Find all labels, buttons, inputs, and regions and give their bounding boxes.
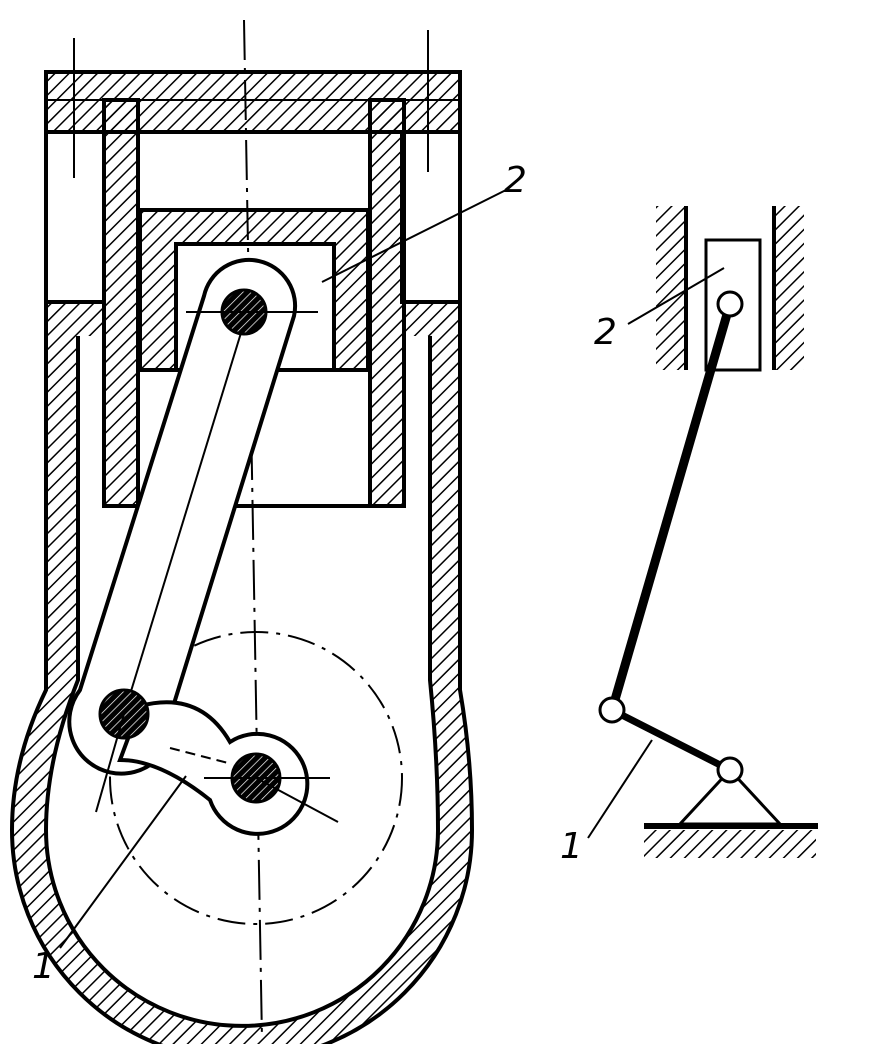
engine-label-crank: 1 (32, 946, 55, 987)
guide-left-hatch (656, 206, 686, 370)
joint-crank-rod (598, 696, 626, 724)
leader-piston (321, 189, 507, 283)
scheme-label-crank: 1 (560, 826, 583, 867)
leader-crank-scheme (587, 739, 653, 839)
crank-pin-diag (95, 713, 125, 813)
leader-crank (59, 775, 187, 949)
connecting-rod-axis (123, 309, 249, 715)
joint-ground (716, 756, 744, 784)
link-connecting-rod (607, 302, 735, 712)
housing-outline-inner (43, 336, 441, 1028)
joint-slider (716, 290, 744, 318)
guide-right-hatch (774, 206, 804, 370)
crank-circle (109, 631, 403, 925)
link-crank (610, 706, 732, 774)
scheme-label-slider: 2 (594, 312, 617, 353)
main-shaft-diag (255, 777, 339, 823)
engine-section (9, 19, 507, 1049)
cylinder-head-outline (44, 70, 462, 134)
engine-label-piston: 2 (504, 160, 527, 201)
centerline-vertical (243, 19, 263, 1041)
liner-right-hatch (370, 100, 404, 506)
housing-hatch (12, 300, 472, 1049)
leader-slider (627, 267, 725, 325)
crank-arm-dash (169, 747, 233, 765)
liner-left-hatch (104, 100, 138, 506)
ground-hatch (644, 830, 816, 858)
housing-outline-outer (9, 300, 475, 1049)
kinematic-scheme (587, 206, 818, 858)
